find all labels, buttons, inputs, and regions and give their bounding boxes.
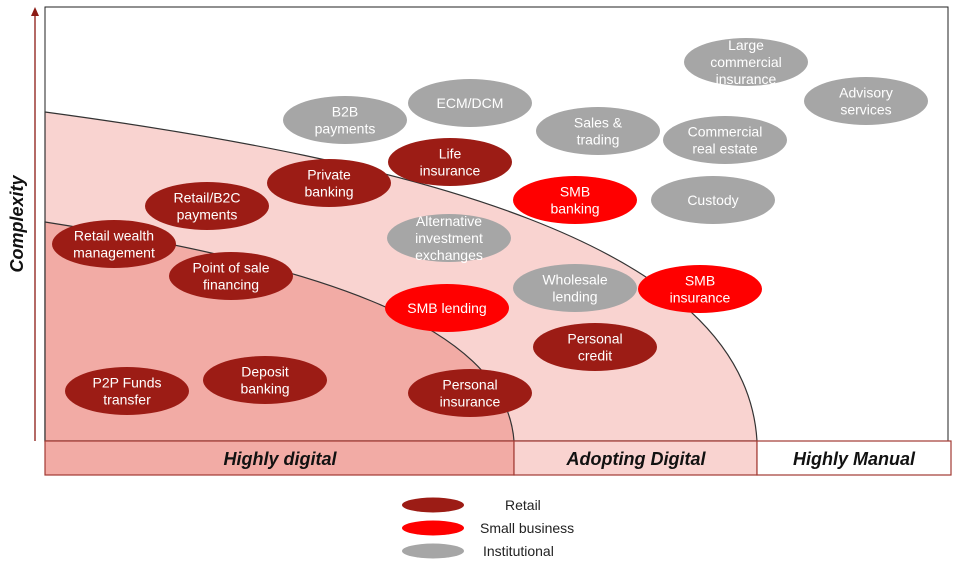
bubble-retail: [145, 182, 269, 230]
bubble-retail: [408, 369, 532, 417]
bubble-retail: [52, 220, 176, 268]
bubble-institutional: [684, 38, 808, 86]
legend-swatch-small_business: [402, 520, 464, 536]
bubble-label: SMB lending: [407, 300, 486, 316]
bubble-retail: [533, 323, 657, 371]
bubble-label: financing: [203, 277, 259, 293]
bubble-label: Alternative: [416, 213, 482, 229]
bubble-label: banking: [550, 201, 599, 217]
bubble-label: exchanges: [415, 247, 483, 263]
band-label-highly-manual: Highly Manual: [793, 449, 916, 469]
bubble-institutional: [651, 176, 775, 224]
bubble-label: ECM/DCM: [437, 95, 504, 111]
bubble-small_business: [385, 284, 509, 332]
bubble-label: credit: [578, 348, 612, 364]
axis-arrow-icon: [31, 7, 39, 16]
bubble-institutional: [513, 264, 637, 312]
bubble-label: Life: [439, 146, 462, 162]
band-label-highly-digital: Highly digital: [223, 449, 337, 469]
bubble-label: insurance: [716, 71, 777, 87]
item-bubble: Sales &trading: [536, 107, 660, 155]
item-bubble: SMB lending: [385, 284, 509, 332]
band-adopting-digital: [513, 440, 758, 476]
bubble-institutional: [408, 79, 532, 127]
item-bubble: ECM/DCM: [408, 79, 532, 127]
bubble-label: Deposit: [241, 364, 289, 380]
band-highly-manual: [756, 440, 952, 476]
bubble-retail: [203, 356, 327, 404]
bubble-institutional: [663, 116, 787, 164]
bubble-label: payments: [177, 207, 238, 223]
bubble-label: banking: [304, 184, 353, 200]
bubble-label: Commercial: [688, 124, 763, 140]
bubble-label: Personal: [567, 331, 622, 347]
bubble-retail: [267, 159, 391, 207]
bubble-label: P2P Funds: [92, 375, 161, 391]
bubble-label: commercial: [710, 54, 782, 70]
y-axis-label: Complexity: [7, 175, 27, 273]
bubble-label: Personal: [442, 377, 497, 393]
bubble-label: management: [73, 245, 155, 261]
bubble-label: insurance: [670, 290, 731, 306]
bubble-label: investment: [415, 230, 483, 246]
band-label-adopting-digital: Adopting Digital: [566, 449, 707, 469]
item-bubble: Custody: [651, 176, 775, 224]
bubble-label: Advisory: [839, 85, 893, 101]
bubble-label: Wholesale: [542, 272, 608, 288]
legend-label-retail: Retail: [505, 497, 541, 513]
bubble-institutional: [387, 214, 511, 262]
bubble-label: insurance: [440, 394, 501, 410]
bubble-label: Custody: [687, 192, 738, 208]
bubble-label: Retail/B2C: [174, 190, 241, 206]
bubble-label: SMB: [560, 184, 590, 200]
bubble-label: insurance: [420, 163, 481, 179]
bubble-label: transfer: [103, 392, 151, 408]
bubble-label: Point of sale: [192, 260, 269, 276]
bubble-institutional: [536, 107, 660, 155]
bubble-small_business: [638, 265, 762, 313]
legend-label-small_business: Small business: [480, 520, 574, 536]
bubble-label: B2B: [332, 104, 358, 120]
bubble-label: Sales &: [574, 115, 623, 131]
bubble-label: payments: [315, 121, 376, 137]
bubble-label: banking: [240, 381, 289, 397]
legend-swatch-institutional: [402, 543, 464, 559]
bubble-label: real estate: [692, 141, 758, 157]
bubble-label: trading: [577, 132, 620, 148]
bubble-label: Large: [728, 37, 764, 53]
legend-label-institutional: Institutional: [483, 543, 554, 559]
bubble-retail: [65, 367, 189, 415]
bubble-label: Retail wealth: [74, 228, 154, 244]
bubble-institutional: [283, 96, 407, 144]
bubble-label: lending: [552, 289, 597, 305]
bubble-label: SMB: [685, 273, 715, 289]
bubble-label: services: [840, 102, 891, 118]
bubble-retail: [169, 252, 293, 300]
bubble-institutional: [804, 77, 928, 125]
bubble-label: Private: [307, 167, 351, 183]
bubble-retail: [388, 138, 512, 186]
legend-swatch-retail: [402, 497, 464, 513]
bubble-small_business: [513, 176, 637, 224]
